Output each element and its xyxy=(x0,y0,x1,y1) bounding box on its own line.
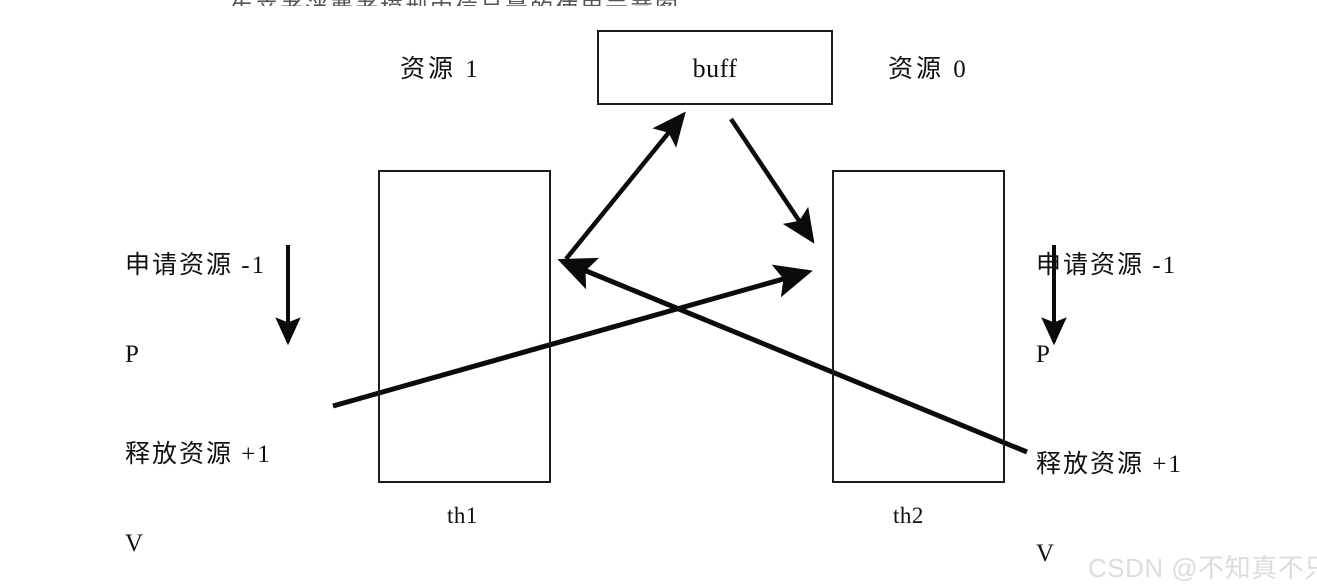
right-acquire-op: P xyxy=(1036,340,1050,368)
left-release-block: 释放资源 +1 V xyxy=(125,381,272,586)
left-acquire-text: 申请资源 -1 xyxy=(125,252,267,279)
resource-label-left: 资源 1 xyxy=(400,56,481,83)
resource-label-right: 资源 0 xyxy=(888,56,969,83)
thread2-label: th2 xyxy=(893,503,924,528)
right-release-op: V xyxy=(1036,539,1055,567)
right-release-text: 释放资源 +1 xyxy=(1036,451,1183,478)
clipped-title: 生产者消费者模型中信号量的使用示意图 xyxy=(230,0,870,6)
right-release-block: 释放资源 +1 V xyxy=(1036,391,1183,586)
left-acquire-block: 申请资源 -1 P xyxy=(125,192,266,428)
buff-box: buff xyxy=(597,30,833,105)
csdn-watermark: CSDN @不知真不只 xyxy=(1088,553,1317,583)
right-acquire-text: 申请资源 -1 xyxy=(1036,252,1178,279)
buff-box-label: buff xyxy=(692,54,738,83)
left-release-op: V xyxy=(125,529,144,557)
left-acquire-op: P xyxy=(125,340,139,368)
right-acquire-block: 申请资源 -1 P xyxy=(1036,192,1177,428)
arrow-buff-to-th2 xyxy=(729,117,815,244)
thread1-box xyxy=(378,170,551,483)
arrow-th1-to-buff xyxy=(564,111,686,261)
thread1-label: th1 xyxy=(447,503,478,528)
left-release-text: 释放资源 +1 xyxy=(125,441,272,468)
thread2-box xyxy=(832,170,1005,483)
